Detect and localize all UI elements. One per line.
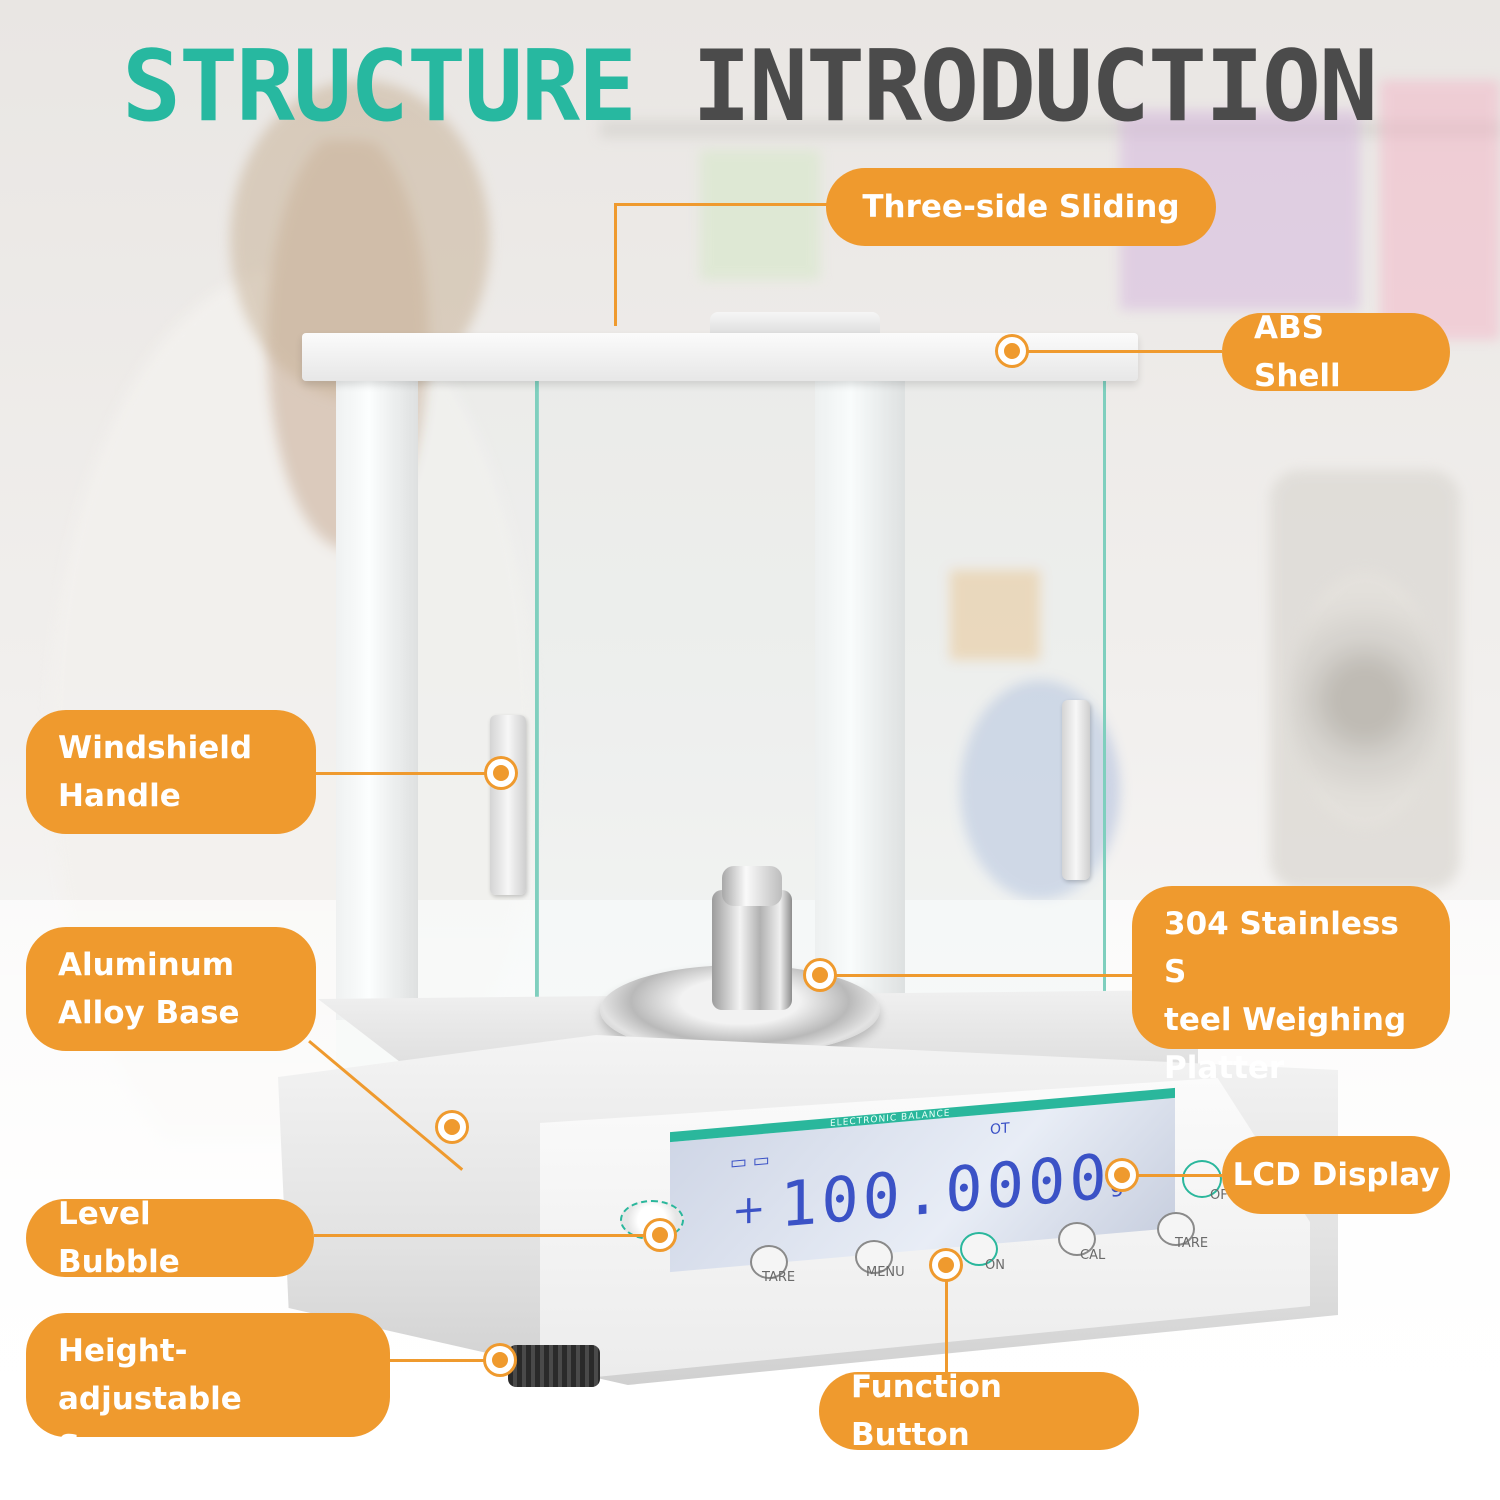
callout-level-bubble: Level Bubble	[26, 1196, 314, 1280]
anchor-dot-windshield-handle	[487, 759, 515, 787]
menu-button[interactable]	[855, 1240, 893, 1274]
callout-text-line2: Screws	[58, 1429, 183, 1465]
leader-line	[1012, 350, 1222, 353]
callout-function-button: Function Button	[819, 1369, 1139, 1453]
leader-line	[614, 203, 617, 326]
callout-text: Three-side Sliding	[862, 189, 1180, 225]
tare-button-left[interactable]	[750, 1245, 788, 1279]
calibration-weight	[712, 890, 792, 1010]
anchor-dot-lcd-display	[1108, 1161, 1136, 1189]
title-part-structure: STRUCTURE	[122, 30, 637, 144]
tare-label-right: TARE	[1175, 1236, 1209, 1251]
adjustable-foot-screw	[508, 1345, 600, 1387]
lcd-indicator: OT	[990, 1120, 1010, 1139]
callout-stainless-steel-platter: 304 Stainless S teel Weighing Platter	[1132, 886, 1450, 1086]
anchor-dot-function-button	[932, 1251, 960, 1279]
calibration-weight-top	[722, 866, 782, 906]
on-button[interactable]	[960, 1232, 998, 1266]
callout-text: LCD Display	[1232, 1157, 1440, 1193]
callout-text: Function Button	[851, 1369, 1002, 1453]
leader-line	[1122, 1174, 1222, 1177]
lcd-status-icon: ▭ ▭	[730, 1149, 770, 1174]
callout-text: Level Bubble	[58, 1196, 180, 1280]
leader-line	[820, 974, 1132, 977]
callout-text: ABS Shell	[1254, 310, 1341, 394]
title-part-introduction: INTRODUCTION	[692, 30, 1378, 144]
callout-text-line2: Alloy Base	[58, 995, 240, 1031]
right-pillar	[815, 380, 905, 1000]
callout-text-line3: Platter	[1164, 1050, 1285, 1086]
anchor-dot-aluminum-base	[438, 1113, 466, 1141]
tare-label-left: TARE	[762, 1270, 796, 1285]
anchor-dot-platter	[806, 961, 834, 989]
windshield-handle-left	[490, 715, 526, 895]
callout-height-adjustable-screws: Height-adjustable Screws	[26, 1313, 390, 1465]
background-disc	[1290, 570, 1440, 830]
lcd-reading: 100.0000	[780, 1139, 1111, 1242]
top-cover-knob	[710, 312, 880, 336]
background-glove	[960, 680, 1120, 900]
menu-label: MENU	[866, 1265, 905, 1280]
leader-line	[614, 203, 830, 206]
background-box	[950, 570, 1040, 660]
callout-text-line2: teel Weighing	[1164, 1002, 1407, 1038]
callout-text-line1: Windshield	[58, 730, 253, 766]
callout-lcd-display: LCD Display	[1222, 1136, 1450, 1214]
background-box	[700, 150, 820, 280]
page-title: STRUCTURE INTRODUCTION	[122, 38, 1378, 136]
leader-line	[314, 1234, 660, 1237]
cal-label: CAL	[1080, 1248, 1106, 1263]
front-glass-panel	[535, 380, 1106, 1070]
power-off-label: OF	[1210, 1188, 1228, 1203]
on-label: ON	[985, 1258, 1005, 1273]
leader-line	[315, 772, 501, 775]
tare-button-right[interactable]	[1157, 1212, 1195, 1246]
left-pillar	[336, 380, 418, 1020]
leader-line	[945, 1265, 948, 1375]
windshield-handle-right	[1062, 700, 1090, 880]
cal-button[interactable]	[1058, 1222, 1096, 1256]
callout-text-line1: Height-adjustable	[58, 1333, 242, 1417]
anchor-dot-level-bubble	[646, 1221, 674, 1249]
anchor-dot-abs-shell	[998, 337, 1026, 365]
anchor-dot-screws	[486, 1346, 514, 1374]
callout-abs-shell: ABS Shell	[1222, 310, 1450, 394]
background-box	[1380, 80, 1500, 340]
callout-text-line2: Handle	[58, 778, 181, 814]
power-off-button[interactable]	[1182, 1160, 1222, 1198]
callout-aluminum-alloy-base: Aluminum Alloy Base	[26, 927, 316, 1051]
lcd-sign: +	[732, 1185, 766, 1235]
callout-windshield-handle: Windshield Handle	[26, 710, 316, 834]
callout-text-line1: 304 Stainless S	[1164, 906, 1399, 990]
leader-line	[390, 1359, 500, 1362]
callout-text-line1: Aluminum	[58, 947, 235, 983]
callout-three-side-sliding: Three-side Sliding	[826, 168, 1216, 246]
